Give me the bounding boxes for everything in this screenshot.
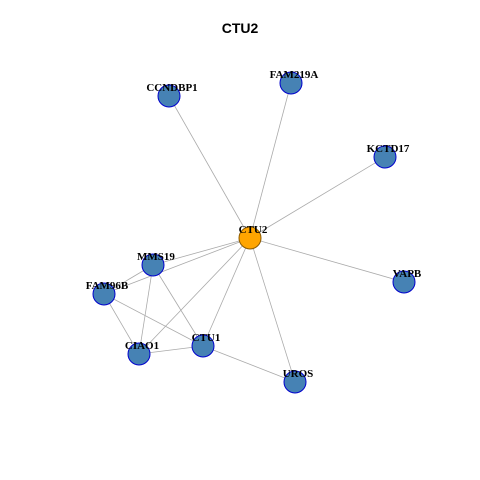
edge-ctu2-fam219a [249,82,292,239]
node-label-fam219a: FAM219A [270,69,319,81]
node-ciao1: CIAO1 [125,340,159,366]
edge-mms19-ctu1 [152,264,204,347]
edge-ctu1-uros [202,345,296,383]
node-label-fam96b: FAM96B [86,280,129,292]
node-fam219a: FAM219A [270,69,319,95]
node-label-kctd17: KCTD17 [367,143,410,155]
node-circle-fam96b [92,282,116,306]
edge-ctu2-mms19 [152,237,251,266]
node-circle-ccndbp1 [157,84,181,108]
node-label-ccndbp1: CCNDBP1 [146,82,197,94]
edge-layer [103,82,405,383]
node-label-ctu2: CTU2 [239,224,268,236]
edge-ctu2-fam96b [103,237,251,295]
node-ccndbp1: CCNDBP1 [146,82,198,108]
node-label-vapb: VAPB [393,268,422,280]
node-fam96b: FAM96B [86,280,129,306]
node-mms19: MMS19 [137,251,175,277]
node-vapb: VAPB [392,268,422,294]
node-circle-ctu1 [191,334,215,358]
edge-fam96b-ctu1 [103,293,204,347]
node-ctu1: CTU1 [191,332,221,358]
node-label-ciao1: CIAO1 [125,340,159,352]
figure-title: CTU2 [221,20,259,36]
edge-ctu2-ciao1 [138,237,251,355]
edge-ctu2-vapb [249,237,405,283]
node-circle-kctd17 [373,145,397,169]
edge-fam96b-ciao1 [103,293,140,355]
node-ctu2: CTU2 [238,224,268,250]
node-label-mms19: MMS19 [137,251,175,263]
edge-ctu2-ccndbp1 [168,95,251,239]
edge-mms19-ciao1 [138,264,154,355]
node-label-ctu1: CTU1 [192,332,221,344]
node-circle-vapb [392,270,416,294]
edge-ctu2-kctd17 [249,156,386,239]
node-uros: UROS [283,368,314,394]
node-circle-ctu2 [238,226,262,250]
node-circle-fam219a [279,71,303,95]
edge-ctu2-ctu1 [202,237,251,347]
node-circle-uros [283,370,307,394]
edge-ctu2-uros [249,237,296,383]
node-circle-mms19 [141,253,165,277]
node-circle-ciao1 [127,342,151,366]
node-kctd17: KCTD17 [367,143,410,169]
node-label-uros: UROS [283,368,314,380]
